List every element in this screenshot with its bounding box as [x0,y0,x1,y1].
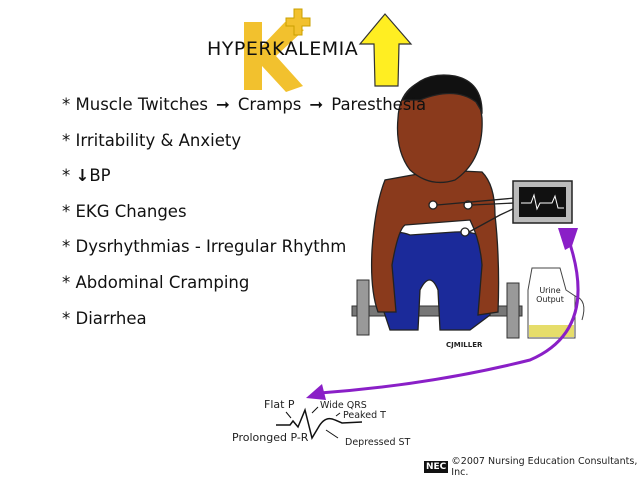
list-item: * Muscle Twitches➞Cramps➞Paresthesia [62,95,427,114]
ekg-label-prolonged-pr: Prolonged P-R [232,431,309,444]
arrow-right-icon: ➞ [309,95,324,114]
tube [319,237,580,395]
list-item: * Irritability & Anxiety [62,130,242,150]
ekg-label-flat-p: Flat P [264,398,295,411]
up-arrow-icon [358,13,413,87]
list-item: * EKG Changes [62,201,187,221]
ekg-label-wide-qrs: Wide QRS [320,400,367,411]
arrow-down-icon: ↓ [75,166,90,186]
potassium-symbol [244,8,311,92]
list-item: * Dysrhythmias - Irregular Rhythm [62,237,347,257]
list-item: * Abdominal Cramping [62,272,250,292]
page-title: HYPERKALEMIA [207,38,359,60]
symptom-list: * Muscle Twitches➞Cramps➞Paresthesia * I… [62,94,426,343]
barbell [351,279,523,339]
list-item: * Diarrhea [62,308,147,328]
list-item: * ↓BP [62,166,111,186]
ekg-waveform [276,407,363,440]
copyright: NEC ©2007 Nursing Education Consultants,… [424,456,638,478]
patient-figure [370,74,516,331]
ekg-label-peaked-t: Peaked T [343,410,386,421]
ekg-monitor [512,180,573,224]
arrow-right-icon: ➞ [216,95,230,114]
ekg-label-depressed-st: Depressed ST [345,437,411,448]
nec-logo: NEC [424,461,449,473]
signature: CJMILLER [446,341,483,349]
tube-connector [558,228,578,250]
purple-arrow-icon [306,384,326,400]
